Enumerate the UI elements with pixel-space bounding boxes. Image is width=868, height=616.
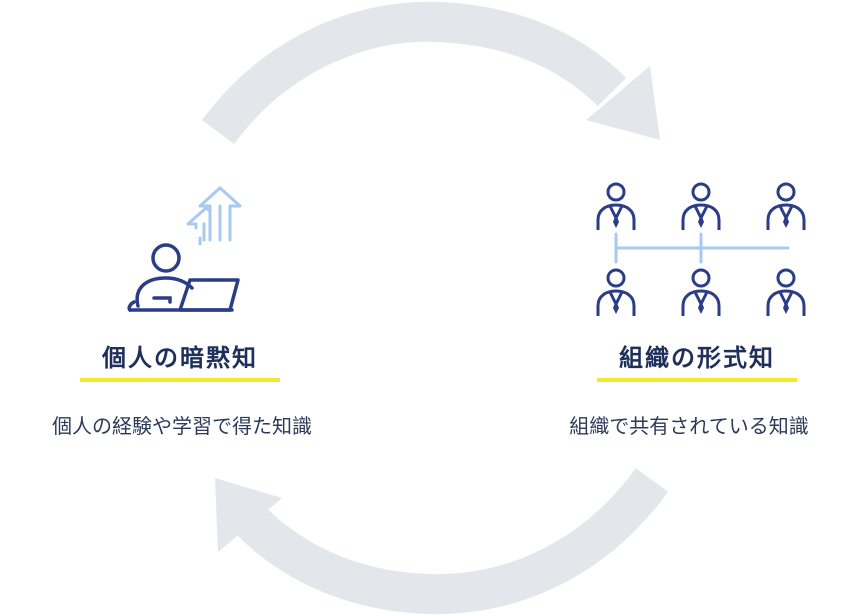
left-title-underline [80, 378, 280, 382]
right-title: 組織の形式知 [619, 344, 775, 372]
right-description: 組織で共有されている知識 [569, 414, 809, 438]
team-network-icon [596, 182, 806, 318]
network-lines [614, 232, 790, 264]
top-cycle-arrow [201, 1, 660, 145]
person-laptop-icon [127, 186, 242, 312]
person-icon [596, 268, 636, 318]
person-icon [766, 182, 806, 232]
left-description: 個人の経験や学習で得た知識 [52, 414, 312, 438]
person-icon [596, 182, 636, 232]
person-icon [766, 268, 806, 318]
person-icon [681, 268, 721, 318]
up-arrows-icon [186, 186, 242, 246]
person-icon [681, 182, 721, 232]
left-title: 個人の暗黙知 [102, 344, 258, 372]
bottom-cycle-arrow [215, 468, 669, 615]
right-title-underline [597, 378, 797, 382]
